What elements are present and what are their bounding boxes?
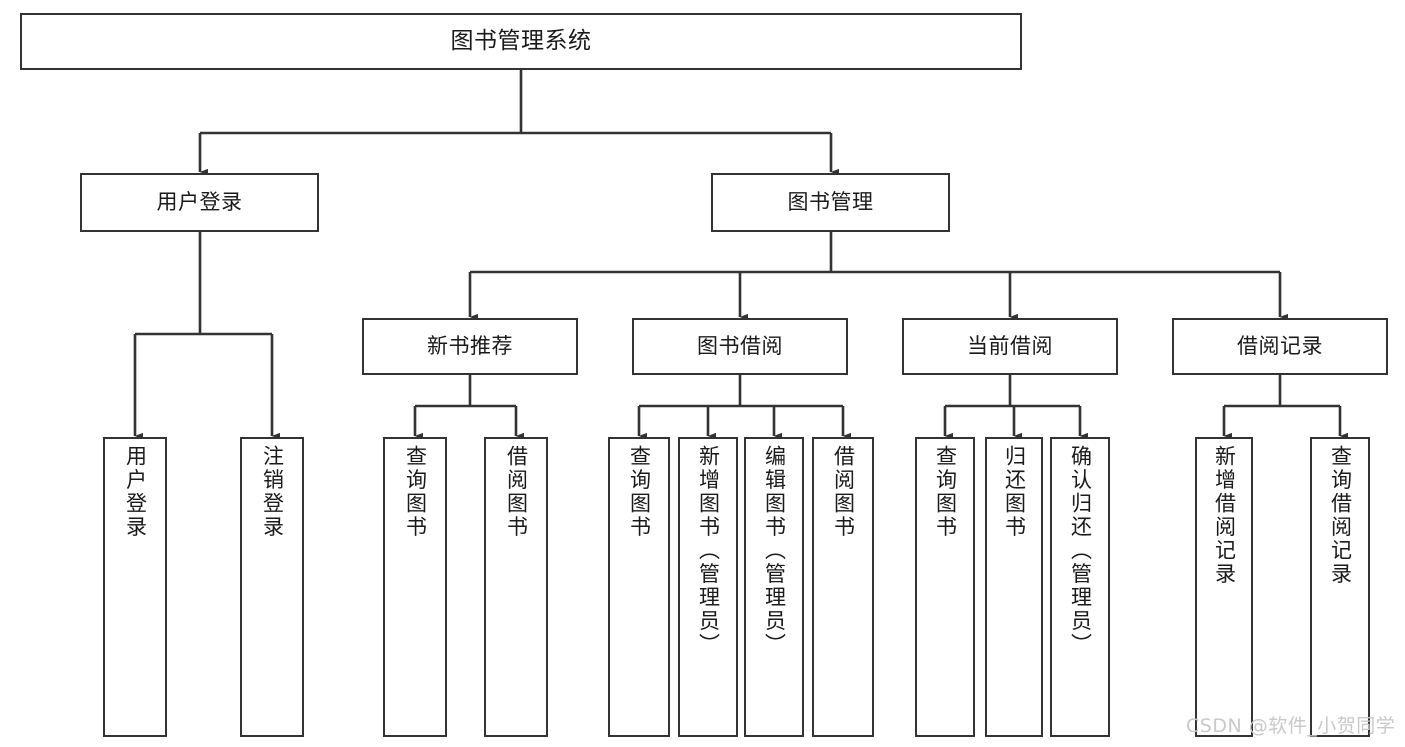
- node-label: 查询图书: [933, 445, 958, 539]
- node-root[interactable]: 图书管理系统: [20, 13, 1022, 70]
- node-label: 图书管理: [787, 189, 874, 214]
- node-label: 用户登录: [156, 189, 243, 214]
- node-label: 查询借阅记录: [1328, 445, 1353, 586]
- node-label: 借阅图书: [831, 445, 856, 539]
- node-label: 用户登录: [123, 445, 148, 539]
- node-leaf-logout[interactable]: 注销登录: [240, 437, 304, 737]
- node-current-borrow[interactable]: 当前借阅: [902, 318, 1118, 375]
- node-label: 借阅图书: [504, 445, 529, 539]
- node-leaf-add-rec[interactable]: 新增借阅记录: [1195, 437, 1253, 737]
- node-leaf-add-book[interactable]: 新增图书（管理员）: [678, 437, 738, 737]
- node-label: 图书借阅: [697, 333, 783, 358]
- node-leaf-borrow-1[interactable]: 借阅图书: [484, 437, 548, 737]
- node-leaf-query-2[interactable]: 查询图书: [608, 437, 670, 737]
- node-user-login[interactable]: 用户登录: [80, 173, 319, 232]
- node-leaf-confirm[interactable]: 确认归还（管理员）: [1050, 437, 1110, 737]
- node-leaf-user-login[interactable]: 用户登录: [103, 437, 167, 737]
- node-label: 查询图书: [403, 445, 428, 539]
- node-label: 编辑图书（管理员）: [762, 445, 787, 657]
- node-borrow-record[interactable]: 借阅记录: [1172, 318, 1388, 375]
- node-leaf-edit-book[interactable]: 编辑图书（管理员）: [744, 437, 804, 737]
- node-book-manage[interactable]: 图书管理: [711, 173, 950, 232]
- node-label: 当前借阅: [967, 333, 1053, 358]
- node-label: 注销登录: [260, 445, 285, 539]
- node-leaf-borrow-2[interactable]: 借阅图书: [812, 437, 874, 737]
- node-new-book-rec[interactable]: 新书推荐: [362, 318, 578, 375]
- node-book-borrow[interactable]: 图书借阅: [632, 318, 848, 375]
- node-leaf-query-3[interactable]: 查询图书: [915, 437, 975, 737]
- node-label: 新增借阅记录: [1212, 445, 1237, 586]
- node-leaf-return[interactable]: 归还图书: [985, 437, 1043, 737]
- node-label: 确认归还（管理员）: [1068, 445, 1093, 657]
- node-label: 查询图书: [627, 445, 652, 539]
- csdn-watermark: CSDN @软件_小贺同学: [1186, 715, 1396, 737]
- node-leaf-query-rec[interactable]: 查询借阅记录: [1310, 437, 1370, 737]
- node-label: 借阅记录: [1237, 333, 1323, 358]
- node-label: 新增图书（管理员）: [696, 445, 721, 657]
- node-label: 图书管理系统: [450, 27, 592, 54]
- node-label: 新书推荐: [427, 333, 513, 358]
- node-label: 归还图书: [1002, 445, 1027, 539]
- node-leaf-query-1[interactable]: 查询图书: [383, 437, 447, 737]
